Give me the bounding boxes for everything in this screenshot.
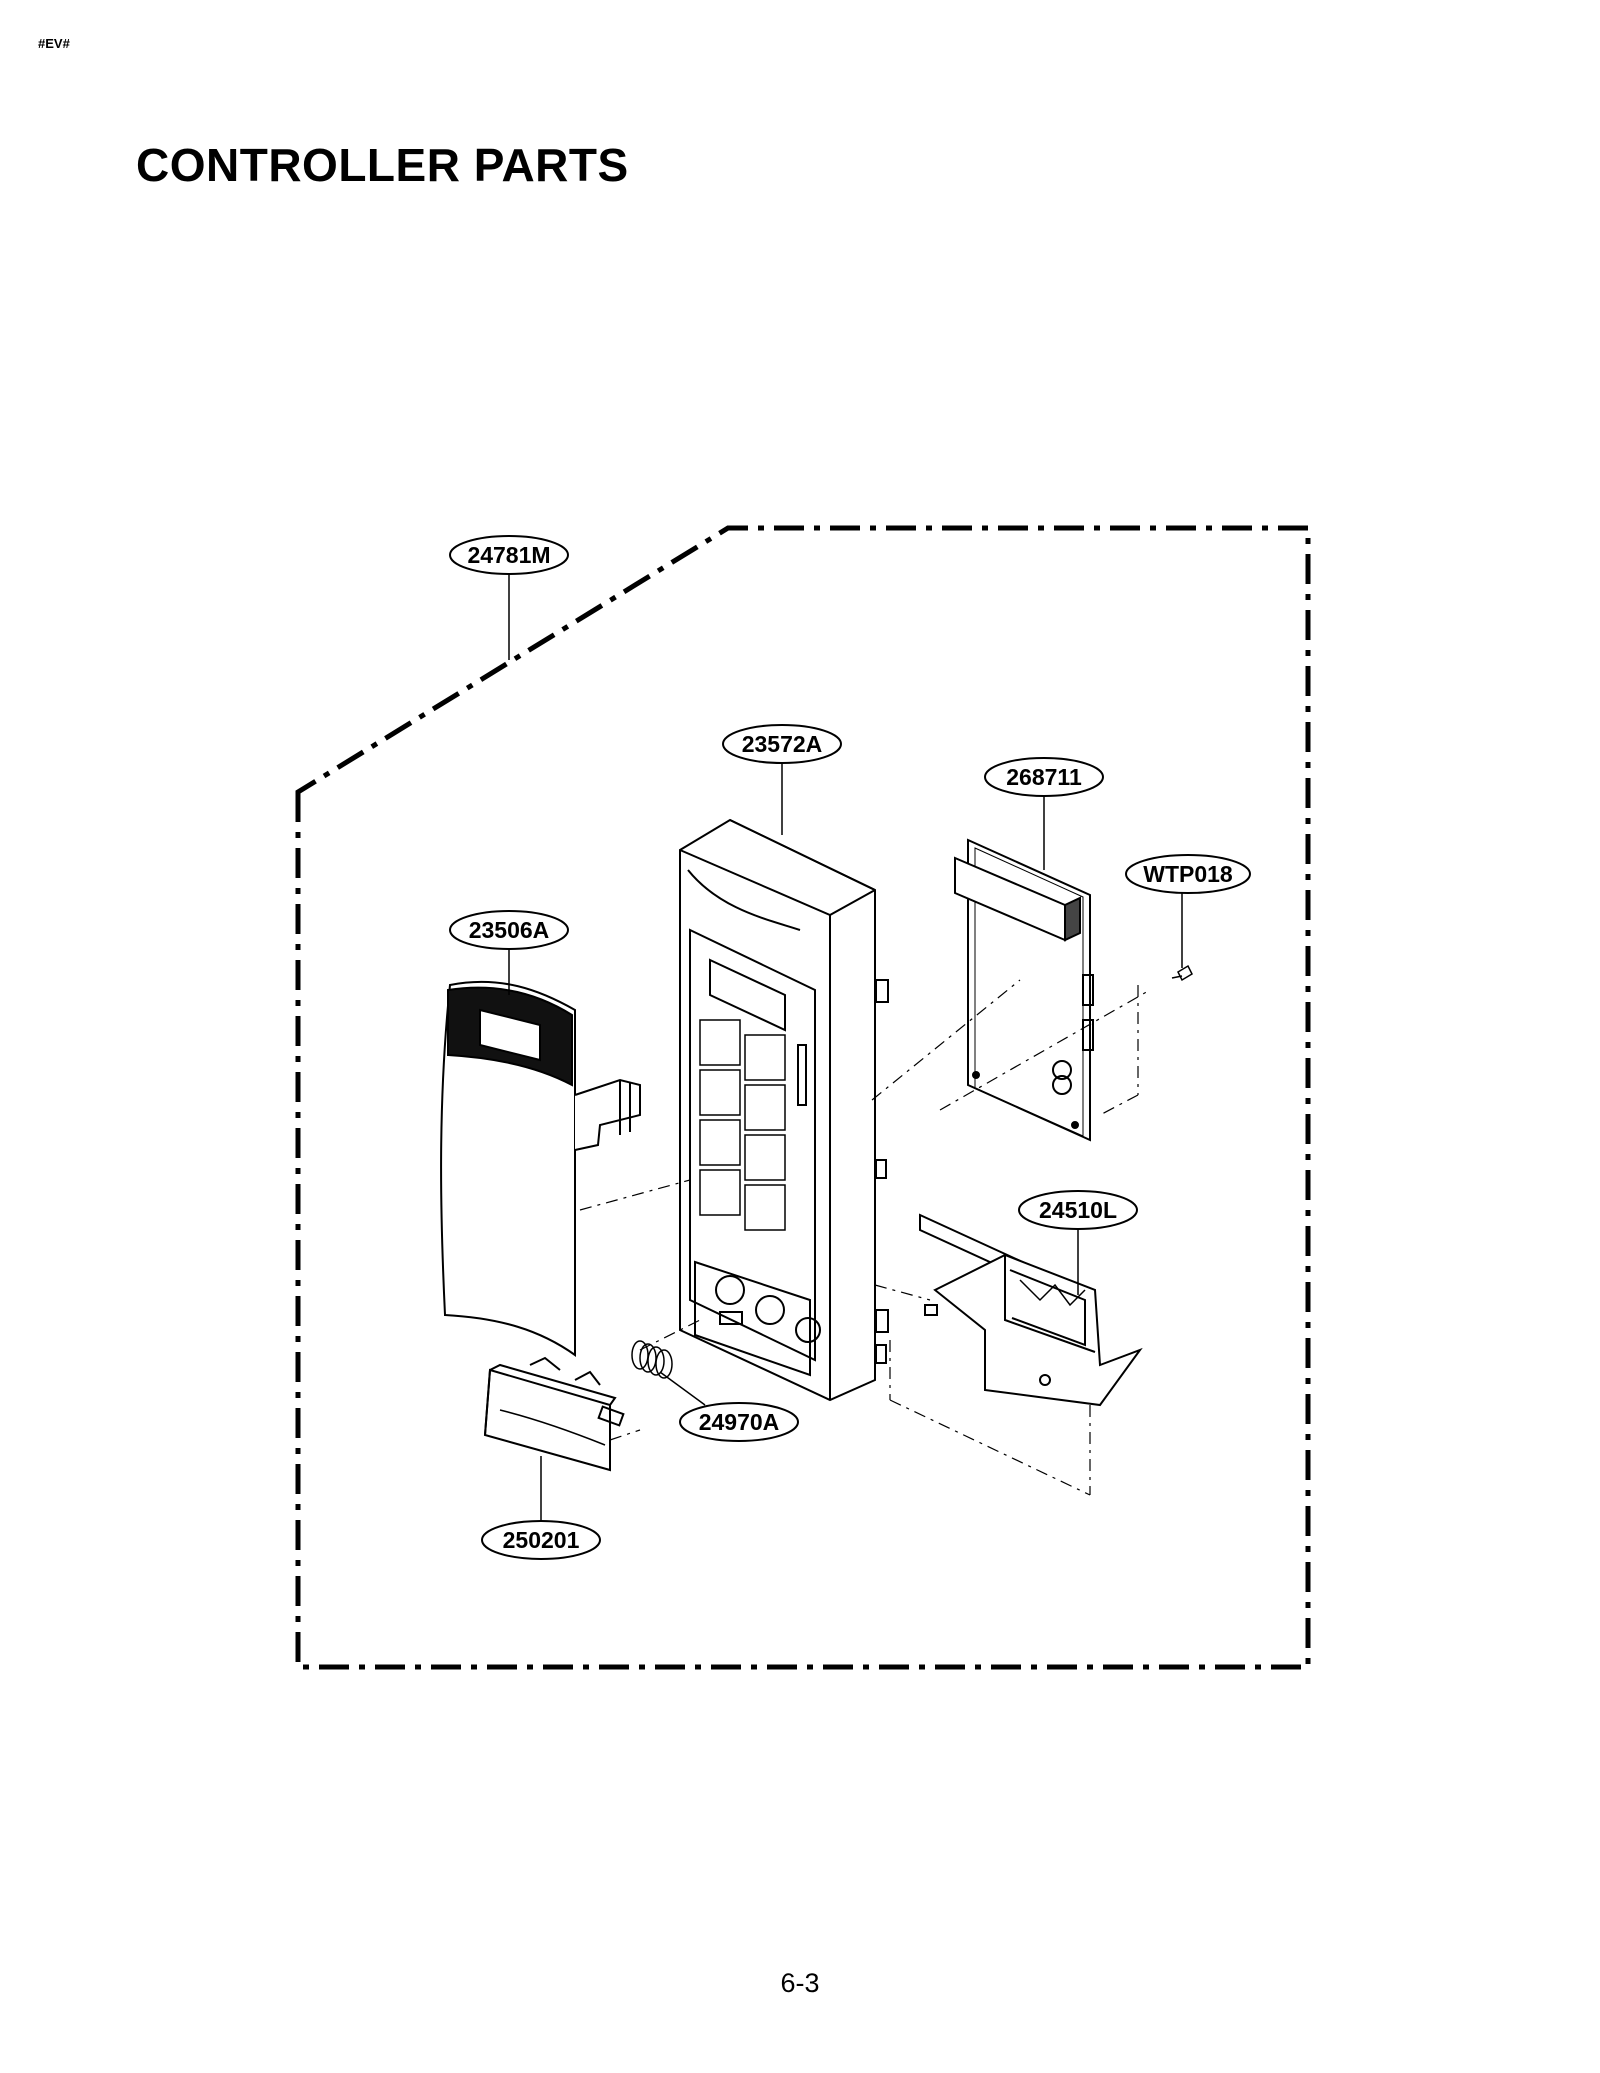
spring xyxy=(631,1340,673,1379)
document-code: #EV# xyxy=(38,36,70,51)
part-label-text: 24781M xyxy=(467,542,550,568)
part-label-text: 24970A xyxy=(699,1409,780,1435)
part-label-23572A: 23572A xyxy=(722,724,842,764)
part-label-24970A: 24970A xyxy=(679,1402,799,1442)
control-panel-frame xyxy=(679,818,889,1402)
part-label-23506A: 23506A xyxy=(449,910,569,950)
part-label-WTP018: WTP018 xyxy=(1125,854,1251,894)
lever-bracket xyxy=(919,1213,1143,1407)
part-label-text: 268711 xyxy=(1006,764,1082,790)
part-label-text: 250201 xyxy=(503,1527,580,1553)
leader-lines xyxy=(508,573,1183,1522)
door-button xyxy=(483,1356,625,1472)
part-label-268711: 268711 xyxy=(984,757,1104,797)
part-label-text: 23572A xyxy=(742,731,823,757)
page-title: CONTROLLER PARTS xyxy=(136,139,629,191)
part-label-text: WTP018 xyxy=(1143,861,1233,887)
part-label-24781M: 24781M xyxy=(449,535,569,575)
part-label-250201: 250201 xyxy=(481,1520,601,1560)
assembly-boundary xyxy=(295,525,1311,1670)
screw xyxy=(1171,964,1193,982)
assembly-guide-lines xyxy=(579,979,1151,1496)
part-label-24510L: 24510L xyxy=(1018,1190,1138,1230)
pcb-board xyxy=(954,838,1094,1142)
part-label-text: 24510L xyxy=(1039,1197,1117,1223)
membrane-panel xyxy=(440,980,641,1357)
page-number: 6-3 xyxy=(780,1968,820,1998)
part-label-text: 23506A xyxy=(469,917,550,943)
